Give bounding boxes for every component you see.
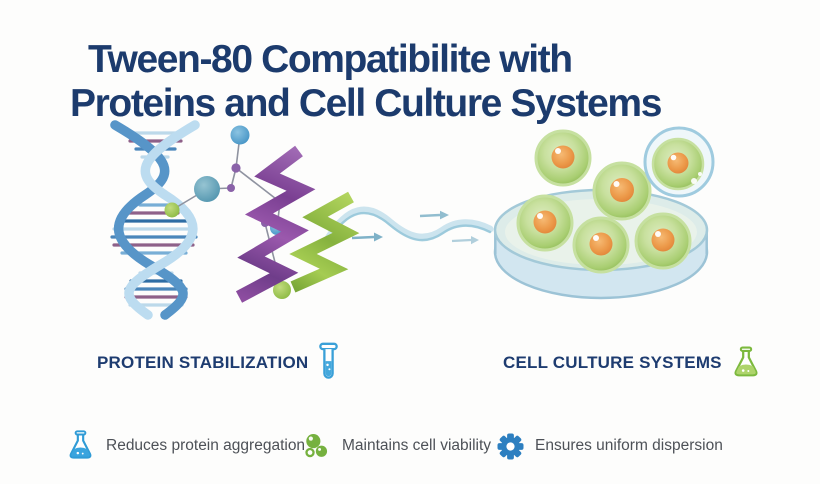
benefit-label: Reduces protein aggregation: [106, 437, 306, 454]
benefit-cell-viability: Maintains cell viability: [304, 426, 491, 466]
protein-stabilization-text: PROTEIN STABILIZATION: [97, 353, 309, 372]
cell-magnified: [643, 126, 715, 198]
molecule-sphere-blue: [230, 125, 250, 145]
cells-in-dish: [516, 126, 715, 274]
protein-ribbon-purple: [235, 145, 316, 303]
benefit-label: Maintains cell viability: [342, 437, 492, 454]
title-line-2: Proteins and Cell Culture Systems: [70, 82, 662, 126]
flask-icon: [69, 430, 92, 459]
benefits-row: Reduces protein aggregation Maintains ce…: [0, 426, 820, 470]
cell-culture-systems-text: CELL CULTURE SYSTEMS: [503, 353, 722, 372]
page-title: Tween-80 Compatibilite with Proteins and…: [70, 38, 790, 126]
protein-ribbon-green: [289, 191, 360, 293]
benefit-reduces-aggregation: Reduces protein aggregation: [66, 426, 305, 466]
cells-icon: [305, 433, 328, 457]
gear-icon: [497, 433, 524, 459]
green-flask-icon: [734, 346, 758, 377]
protein-stabilization-label: PROTEIN STABILIZATION: [97, 340, 340, 386]
molecule-sphere-green: [164, 202, 180, 218]
cell: [634, 212, 692, 270]
molecule-sphere-teal: [194, 176, 220, 202]
benefit-label: Ensures uniform dispersion: [535, 437, 723, 454]
dna-helix: [110, 120, 200, 320]
flow-arrows: [351, 210, 479, 245]
cell: [534, 129, 592, 187]
cell: [516, 194, 574, 252]
cell-culture-systems-label: CELL CULTURE SYSTEMS: [503, 340, 761, 386]
molecule-sphere-green-bottom: [273, 281, 291, 299]
surfactant-wave: [323, 206, 494, 245]
test-tube-icon: [319, 342, 339, 379]
cell: [592, 161, 652, 221]
cell: [572, 216, 630, 274]
benefit-uniform-dispersion: Ensures uniform dispersion: [497, 426, 723, 466]
title-line-1: Tween-80 Compatibilite with: [88, 38, 573, 82]
dna-strand-light: [124, 120, 200, 320]
dna-strand-dark: [110, 120, 188, 320]
